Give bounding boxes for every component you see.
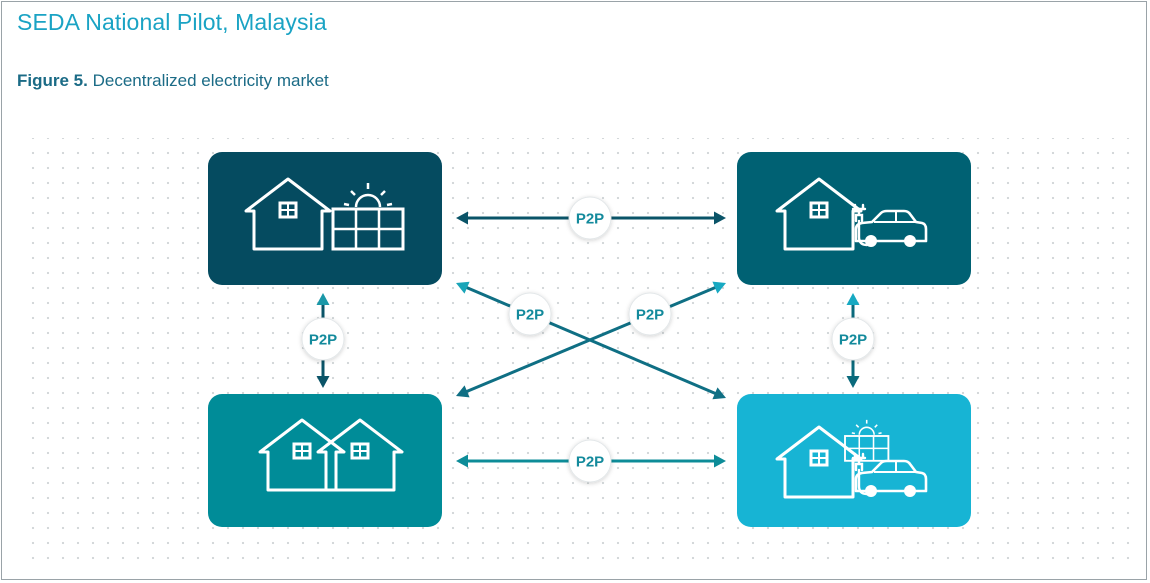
figure-caption-text: Decentralized electricity market	[92, 71, 329, 90]
arrow-head-icon	[316, 293, 330, 305]
arrow-head-icon	[456, 211, 468, 225]
p2p-label: P2P	[839, 332, 867, 349]
node-home-solar-ev	[737, 394, 971, 527]
figure-caption: Figure 5. Decentralized electricity mark…	[17, 71, 329, 91]
p2p-label: P2P	[516, 307, 544, 324]
p2p-label: P2P	[636, 307, 664, 324]
arrow-head-icon	[846, 293, 860, 305]
figure-label: Figure 5.	[17, 71, 88, 90]
p2p-badge	[831, 317, 875, 361]
p2p-label: P2P	[576, 211, 604, 228]
arrow-head-icon	[316, 376, 330, 388]
p2p-badge	[508, 292, 552, 336]
connection-line	[462, 284, 720, 395]
arrow-head-icon	[714, 211, 726, 225]
arrow-head-icon	[712, 281, 726, 294]
p2p-badge	[568, 196, 612, 240]
arrow-head-icon	[714, 454, 726, 468]
p2p-badge	[568, 439, 612, 483]
node-home-solar	[208, 152, 442, 285]
connection-twin-homes-home-ev	[462, 284, 720, 395]
arrow-head-icon	[846, 376, 860, 388]
p2p-label: P2P	[309, 332, 337, 349]
p2p-badge	[301, 317, 345, 361]
p2p-label: P2P	[576, 454, 604, 471]
arrow-head-icon	[456, 385, 470, 398]
page-title: SEDA National Pilot, Malaysia	[17, 9, 327, 35]
p2p-badge	[628, 292, 672, 336]
arrow-head-icon	[456, 454, 468, 468]
arrow-head-icon	[456, 281, 470, 294]
arrow-head-icon	[712, 387, 726, 400]
node-twin-homes	[208, 394, 442, 527]
node-home-ev	[737, 152, 971, 285]
